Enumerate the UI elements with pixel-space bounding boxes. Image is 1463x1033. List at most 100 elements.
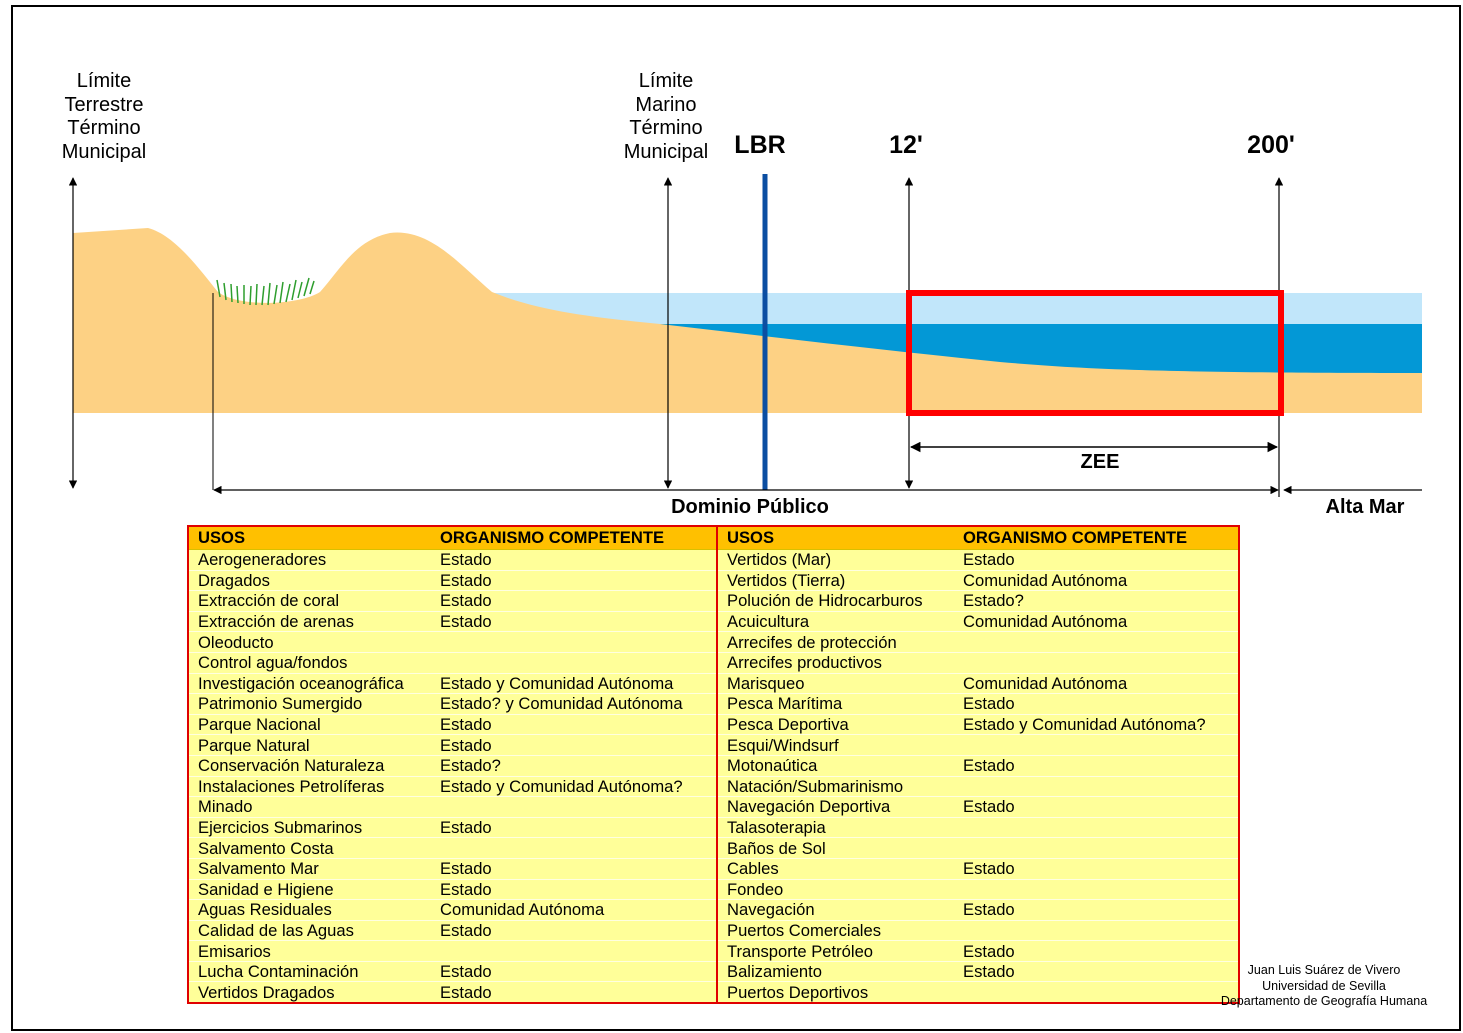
use-cell: Transporte Petróleo — [717, 940, 954, 962]
header-organismo: ORGANISMO COMPETENTE — [954, 526, 1239, 550]
use-cell: Vertidos Dragados — [188, 981, 431, 1004]
authority-cell: Estado — [431, 858, 718, 880]
authority-cell: Estado — [954, 940, 1239, 962]
zee-box — [906, 290, 1284, 416]
authority-cell: Estado — [431, 611, 718, 633]
authority-cell: Estado y Comunidad Autónoma? — [431, 776, 718, 798]
authority-cell: Estado — [954, 961, 1239, 983]
authority-cell: Estado — [954, 796, 1239, 818]
use-cell: Navegación Deportiva — [717, 796, 954, 818]
authority-cell: Estado — [954, 693, 1239, 715]
uses-table: USOS ORGANISMO COMPETENTE USOS ORGANISMO… — [187, 525, 1240, 1005]
use-cell: Patrimonio Sumergido — [188, 693, 431, 715]
use-cell: Parque Nacional — [188, 714, 431, 736]
authority-cell — [431, 652, 718, 674]
authority-cell — [431, 631, 718, 653]
high-seas-label: Alta Mar — [1325, 496, 1405, 518]
authority-cell — [954, 837, 1239, 859]
authority-cell: Estado y Comunidad Autónoma? — [954, 714, 1239, 736]
authority-cell: Estado — [431, 590, 718, 612]
credit-author: Juan Luis Suárez de Vivero — [1247, 963, 1401, 977]
authority-cell: Comunidad Autónoma — [954, 611, 1239, 633]
authority-cell: Comunidad Autónoma — [954, 570, 1239, 592]
use-cell: Dragados — [188, 570, 431, 592]
authority-cell — [954, 631, 1239, 653]
authority-cell: Estado? — [954, 590, 1239, 612]
authority-cell: Comunidad Autónoma — [431, 899, 718, 921]
use-cell: Vertidos (Mar) — [717, 549, 954, 571]
authority-cell: Estado — [954, 755, 1239, 777]
authority-cell — [954, 652, 1239, 674]
use-cell: Aerogeneradores — [188, 549, 431, 571]
authority-cell — [954, 920, 1239, 942]
use-cell: Calidad de las Aguas — [188, 920, 431, 942]
use-cell: Lucha Contaminación — [188, 961, 431, 983]
credit-department: Departamento de Geografía Humana — [1220, 994, 1428, 1008]
authority-cell: Comunidad Autónoma — [954, 673, 1239, 695]
use-cell: Esqui/Windsurf — [717, 734, 954, 756]
use-cell: Pesca Marítima — [717, 693, 954, 715]
use-cell: Balizamiento — [717, 961, 954, 983]
use-cell: Acuicultura — [717, 611, 954, 633]
authority-cell: Estado — [431, 549, 718, 571]
authority-cell — [954, 734, 1239, 756]
authority-cell — [431, 940, 718, 962]
authority-cell: Estado? — [431, 755, 718, 777]
shallow-water — [470, 293, 1422, 324]
coastal-zone-diagram — [68, 174, 1422, 497]
authority-cell: Estado — [431, 981, 718, 1004]
use-cell: Vertidos (Tierra) — [717, 570, 954, 592]
use-cell: Oleoducto — [188, 631, 431, 653]
use-cell: Arrecifes de protección — [717, 631, 954, 653]
table-row: Oleoducto Arrecifes de protección — [188, 631, 1239, 653]
authority-cell: Estado — [431, 920, 718, 942]
lbr-label: LBR — [734, 131, 786, 159]
use-cell: Puertos Comerciales — [717, 920, 954, 942]
credit-block: Juan Luis Suárez de Vivero Universidad d… — [1206, 963, 1442, 1010]
table-header-row: USOS ORGANISMO COMPETENTE USOS ORGANISMO… — [188, 526, 1239, 550]
authority-cell: Estado — [431, 961, 718, 983]
use-cell: Ejercicios Submarinos — [188, 817, 431, 839]
zee-label: ZEE — [1080, 451, 1120, 473]
authority-cell — [954, 817, 1239, 839]
authority-cell: Estado — [431, 879, 718, 901]
land-profile — [73, 228, 1422, 413]
table-row: Salvamento Costa Baños de Sol — [188, 837, 1239, 859]
authority-cell: Estado — [954, 549, 1239, 571]
authority-cell: Estado — [954, 899, 1239, 921]
use-cell: Sanidad e Higiene — [188, 879, 431, 901]
use-cell: Parque Natural — [188, 734, 431, 756]
authority-cell: Estado — [431, 714, 718, 736]
vegetation — [216, 277, 315, 306]
use-cell: Salvamento Costa — [188, 837, 431, 859]
use-cell: Emisarios — [188, 940, 431, 962]
authority-cell: Estado — [431, 817, 718, 839]
use-cell: Arrecifes productivos — [717, 652, 954, 674]
header-organismo: ORGANISMO COMPETENTE — [431, 526, 718, 550]
use-cell: Conservación Naturaleza — [188, 755, 431, 777]
use-cell: Fondeo — [717, 879, 954, 901]
authority-cell — [954, 776, 1239, 798]
use-cell: Pesca Deportiva — [717, 714, 954, 736]
authority-cell — [431, 796, 718, 818]
authority-cell — [954, 981, 1239, 1004]
use-cell: Baños de Sol — [717, 837, 954, 859]
use-cell: Motonaútica — [717, 755, 954, 777]
credit-university: Universidad de Sevilla — [1262, 978, 1386, 993]
